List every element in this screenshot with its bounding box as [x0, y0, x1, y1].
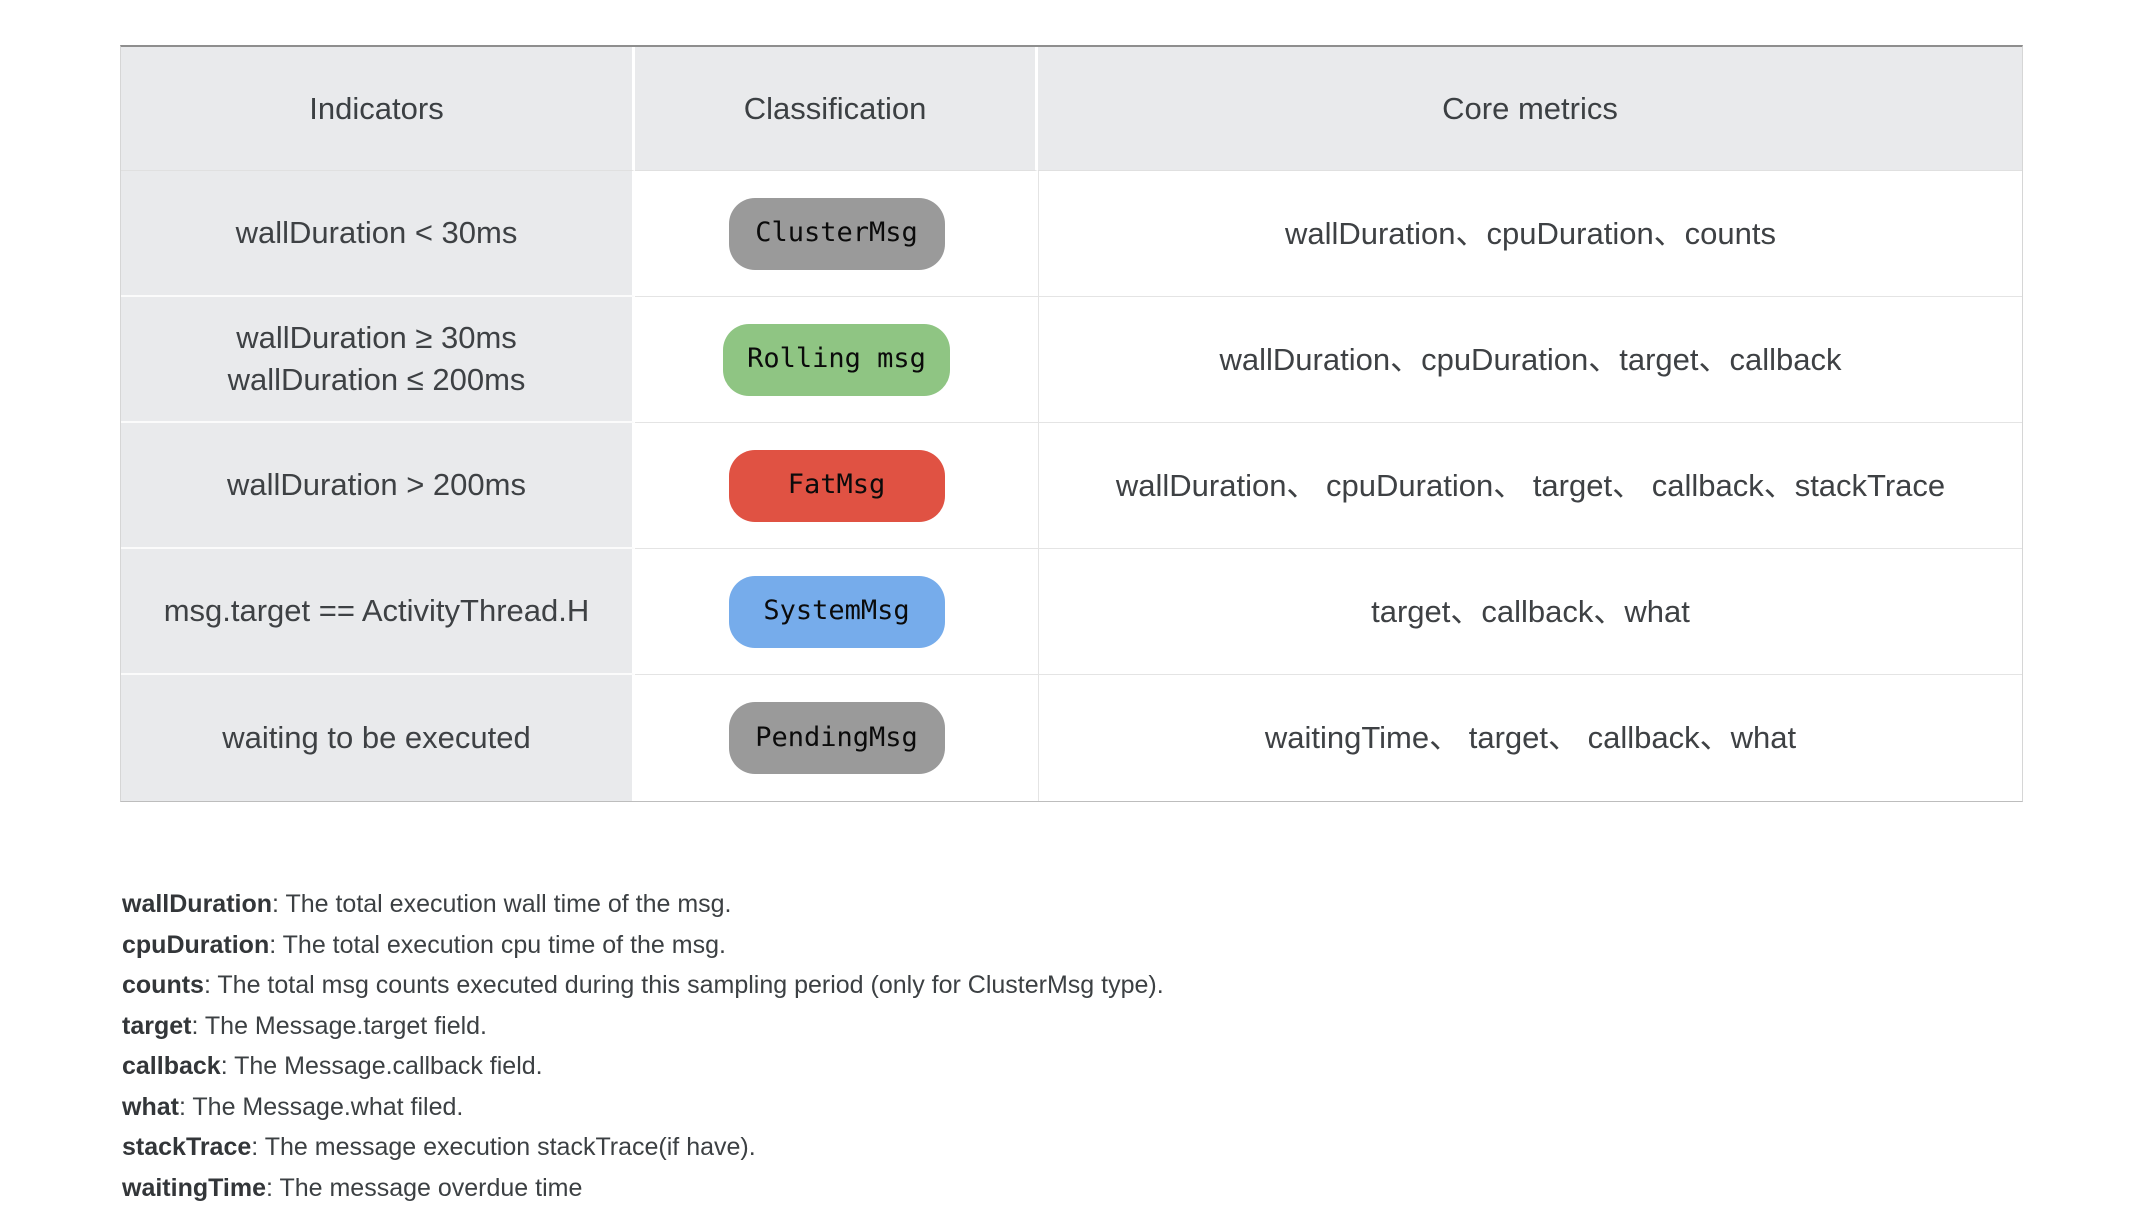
core-metrics-cell: waitingTime、 target、 callback、what: [1038, 675, 2022, 801]
indicator-text: waiting to be executed: [222, 720, 531, 756]
classification-badge: ClusterMsg: [728, 197, 945, 270]
classification-badge: PendingMsg: [728, 702, 945, 774]
column-header-indicators: Indicators: [121, 47, 635, 171]
note-line: stackTrace: The message execution stackT…: [122, 1127, 1164, 1168]
note-definition: : The total execution cpu time of the ms…: [269, 930, 726, 959]
core-metrics-text: wallDuration、 cpuDuration、 target、 callb…: [1115, 467, 1946, 503]
note-term: callback: [122, 1052, 221, 1080]
note-term: waitingTime: [122, 1173, 267, 1202]
classification-cell: SystemMsg: [635, 549, 1038, 675]
core-metrics-text: wallDuration、cpuDuration、target、callback: [1219, 341, 1842, 377]
note-line: wallDuration: The total execution wall t…: [122, 884, 1164, 925]
note-definition: : The message overdue time: [266, 1173, 583, 1202]
column-header-core-metrics: Core metrics: [1038, 47, 2022, 171]
indicator-cell: wallDuration < 30ms: [121, 171, 635, 297]
column-header-classification: Classification: [635, 47, 1038, 171]
core-metrics-text: waitingTime、 target、 callback、what: [1264, 720, 1797, 756]
metric-definitions: wallDuration: The total execution wall t…: [122, 884, 1164, 1208]
core-metrics-text: wallDuration、cpuDuration、counts: [1284, 215, 1777, 251]
classification-cell: Rolling msg: [635, 297, 1038, 423]
note-line: target: The Message.target field.: [122, 1006, 1164, 1047]
core-metrics-cell: target、callback、what: [1038, 549, 2022, 675]
note-definition: : The total execution wall time of the m…: [272, 890, 732, 918]
message-classification-table: Indicators Classification Core metrics w…: [120, 45, 2023, 802]
classification-badge: FatMsg: [728, 449, 945, 522]
indicator-text: wallDuration ≥ 30ms: [236, 320, 517, 356]
note-definition: : The total msg counts executed during t…: [203, 971, 1164, 999]
classification-badge: SystemMsg: [728, 575, 945, 648]
core-metrics-cell: wallDuration、cpuDuration、target、callback: [1038, 297, 2022, 423]
note-term: wallDuration: [122, 890, 273, 918]
indicator-text: wallDuration > 200ms: [227, 467, 526, 503]
core-metrics-cell: wallDuration、cpuDuration、counts: [1038, 171, 2022, 297]
indicator-text: msg.target == ActivityThread.H: [163, 593, 590, 629]
note-definition: : The Message.target field.: [191, 1011, 488, 1040]
indicator-cell: wallDuration ≥ 30ms wallDuration ≤ 200ms: [121, 297, 635, 423]
note-definition: : The Message.callback field.: [220, 1052, 543, 1080]
indicator-cell: msg.target == ActivityThread.H: [121, 549, 635, 675]
note-line: cpuDuration: The total execution cpu tim…: [122, 925, 1164, 966]
note-line: what: The Message.what filed.: [122, 1087, 1164, 1128]
indicator-cell: waiting to be executed: [121, 675, 635, 801]
note-term: counts: [122, 971, 204, 999]
classification-cell: PendingMsg: [635, 675, 1038, 801]
note-line: waitingTime: The message overdue time: [122, 1168, 1164, 1209]
indicator-text-line2: wallDuration ≤ 200ms: [227, 362, 526, 397]
classification-cell: ClusterMsg: [635, 171, 1038, 297]
indicator-text: wallDuration < 30ms: [235, 215, 518, 251]
note-term: what: [122, 1092, 179, 1121]
core-metrics-text: target、callback、what: [1371, 593, 1690, 629]
classification-badge: Rolling msg: [723, 323, 950, 396]
note-line: counts: The total msg counts executed du…: [122, 965, 1164, 1006]
note-term: cpuDuration: [122, 930, 270, 959]
classification-cell: FatMsg: [635, 423, 1038, 549]
core-metrics-cell: wallDuration、 cpuDuration、 target、 callb…: [1038, 423, 2022, 549]
note-definition: : The message execution stackTrace(if ha…: [251, 1133, 756, 1161]
note-definition: : The Message.what filed.: [178, 1092, 464, 1121]
note-term: target: [122, 1011, 192, 1040]
note-term: stackTrace: [122, 1133, 252, 1161]
note-line: callback: The Message.callback field.: [122, 1046, 1164, 1087]
indicator-cell: wallDuration > 200ms: [121, 423, 635, 549]
